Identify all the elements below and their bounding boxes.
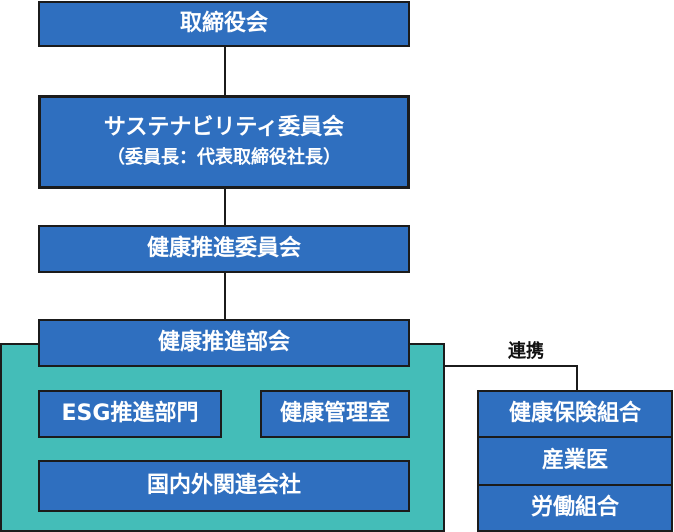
- sustainability-committee-box: サステナビリティ委員会 （委員長：代表取締役社長）: [38, 95, 410, 189]
- health-management-office-box: 健康管理室: [260, 390, 410, 438]
- sustainability-committee-label: サステナビリティ委員会: [103, 115, 345, 140]
- health-insurance-union-box: 健康保険組合: [477, 390, 673, 438]
- connector-health-committee-to-council: [224, 272, 226, 320]
- sustainability-committee-chair-note: （委員長：代表取締役社長）: [107, 147, 341, 169]
- health-management-office-label: 健康管理室: [279, 400, 390, 426]
- board-box: 取締役会: [38, 1, 410, 47]
- health-promotion-committee-label: 健康推進委員会: [146, 235, 301, 261]
- connector-cooperation-horizontal: [444, 365, 578, 367]
- health-insurance-union-label: 健康保険組合: [508, 400, 641, 426]
- esg-department-box: ESG推進部門: [38, 390, 222, 438]
- occupational-physician-box: 産業医: [477, 436, 673, 486]
- domestic-overseas-companies-label: 国内外関連会社: [146, 472, 301, 498]
- domestic-overseas-companies-box: 国内外関連会社: [38, 460, 410, 512]
- occupational-physician-label: 産業医: [541, 447, 608, 473]
- health-promotion-council-box: 健康推進部会: [38, 319, 410, 367]
- cooperation-label: 連携: [508, 341, 544, 362]
- health-promotion-council-label: 健康推進部会: [157, 329, 290, 355]
- labor-union-box: 労働組合: [477, 484, 673, 532]
- esg-department-label: ESG推進部門: [61, 400, 199, 426]
- connector-committee-to-health-committee: [224, 188, 226, 226]
- board-label: 取締役会: [179, 10, 268, 36]
- labor-union-label: 労働組合: [530, 494, 619, 520]
- connector-cooperation-vertical: [576, 365, 578, 392]
- health-promotion-committee-box: 健康推進委員会: [38, 225, 410, 273]
- connector-board-to-committee: [224, 46, 226, 96]
